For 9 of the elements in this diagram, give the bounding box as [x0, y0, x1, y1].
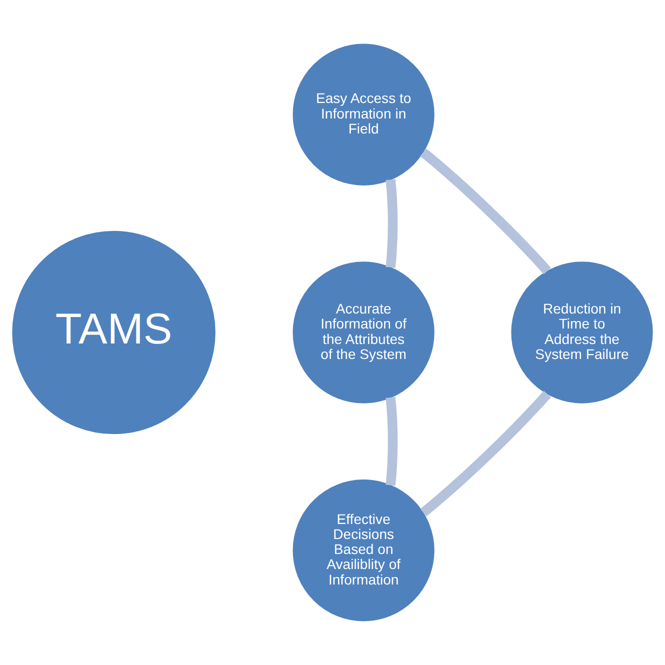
node-circle: Accurate Information of the Attributes of the System [292, 262, 434, 404]
node-circle: TAMS [12, 230, 216, 434]
connector [386, 396, 398, 486]
node-circle: Effective Decisions Based on Availiblity of Information [292, 480, 434, 622]
connector [420, 390, 551, 516]
connector [386, 179, 398, 268]
connector [420, 148, 551, 274]
node-circle: Easy Access to Information in Field [292, 44, 434, 186]
node-circle: Reduction in Time to Address the System Failure [511, 262, 653, 404]
